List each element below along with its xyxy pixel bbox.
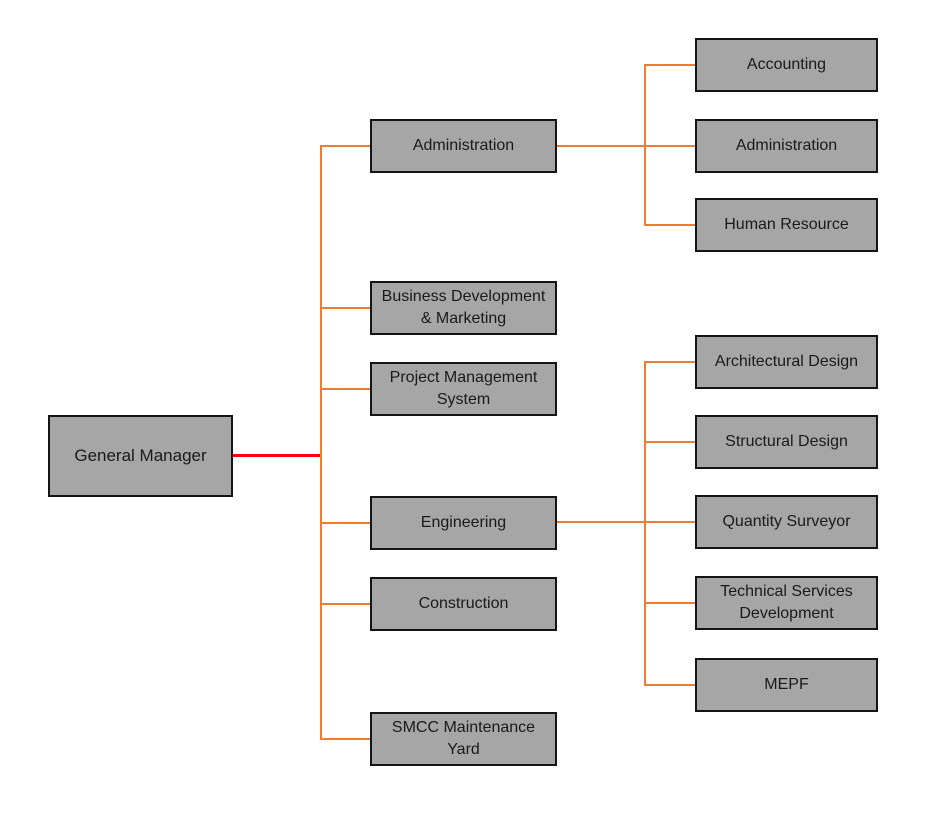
connector-stub-engineering [320, 522, 370, 524]
connector-stub-business-development [320, 307, 370, 309]
connector-stub-architectural-design [644, 361, 695, 363]
connector-stub-construction [320, 603, 370, 605]
node-general-manager: General Manager [48, 415, 233, 497]
node-mepf-label: MEPF [764, 676, 809, 694]
node-project-management-system-label: Project Management System [389, 369, 538, 408]
connector-engineering-trunk [644, 361, 646, 686]
node-administration-child-label: Administration [735, 137, 838, 155]
connector-stub-human-resource [644, 224, 695, 226]
connector-stub-smcc-yard [320, 738, 370, 740]
node-accounting: Accounting [695, 38, 878, 92]
connector-stub-accounting [644, 64, 695, 66]
connector-stub-administration [320, 145, 370, 147]
connector-level1-trunk [320, 145, 322, 740]
connector-administration-to-children [557, 145, 695, 147]
node-construction: Construction [370, 577, 557, 631]
node-quantity-surveyor: Quantity Surveyor [695, 495, 878, 549]
connector-stub-technical-services [644, 602, 695, 604]
node-administration: Administration [370, 119, 557, 173]
node-engineering: Engineering [370, 496, 557, 550]
node-business-development-marketing-label: Business Development & Marketing [381, 288, 546, 327]
node-construction-label: Construction [418, 595, 509, 613]
connector-administration-trunk [644, 64, 646, 226]
node-business-development-marketing: Business Development & Marketing [370, 281, 557, 335]
connector-stub-structural-design [644, 441, 695, 443]
connector-stub-mepf [644, 684, 695, 686]
node-architectural-design: Architectural Design [695, 335, 878, 389]
node-structural-design-label: Structural Design [725, 433, 848, 451]
connector-stub-project-management [320, 388, 370, 390]
node-technical-services-development-label: Technical Services Development [720, 583, 853, 622]
node-quantity-surveyor-label: Quantity Surveyor [722, 513, 851, 531]
node-project-management-system: Project Management System [370, 362, 557, 416]
connector-engineering-to-children [557, 521, 695, 523]
node-administration-child: Administration [695, 119, 878, 173]
node-smcc-maintenance-yard: SMCC Maintenance Yard [370, 712, 557, 766]
connector-root-to-trunk [233, 454, 322, 457]
node-accounting-label: Accounting [746, 56, 827, 74]
node-architectural-design-label: Architectural Design [714, 353, 859, 371]
node-human-resource-label: Human Resource [724, 216, 849, 234]
node-engineering-label: Engineering [420, 514, 507, 532]
node-general-manager-label: General Manager [74, 445, 207, 465]
node-mepf: MEPF [695, 658, 878, 712]
node-technical-services-development: Technical Services Development [695, 576, 878, 630]
node-structural-design: Structural Design [695, 415, 878, 469]
node-smcc-maintenance-yard-label: SMCC Maintenance Yard [391, 719, 536, 758]
node-administration-label: Administration [412, 137, 515, 155]
node-human-resource: Human Resource [695, 198, 878, 252]
